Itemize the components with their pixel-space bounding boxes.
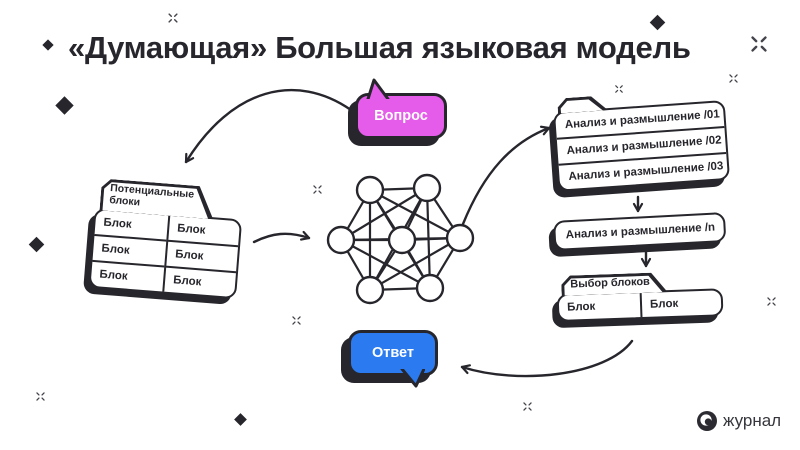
- network-graph: [326, 173, 475, 305]
- network-node: [355, 175, 385, 205]
- network-node: [326, 225, 356, 255]
- answer-bubble: Ответ: [348, 330, 438, 388]
- block-selection-panel: Выбор блоков Блок Блок: [556, 270, 724, 322]
- block-cell: Блок: [90, 259, 165, 291]
- network-node: [412, 173, 442, 203]
- page-title: «Думающая» Большая языковая модель: [68, 30, 691, 65]
- journal-logo-icon: [697, 411, 717, 431]
- question-bubble: Вопрос: [355, 78, 447, 139]
- potential-blocks-panel: Потенциальные блоки Блок Блок Блок Блок …: [88, 178, 244, 299]
- journal-logo: журнал: [696, 410, 781, 432]
- network-nodes: [326, 173, 475, 305]
- block-cell: Блок: [162, 265, 237, 297]
- sparkle-icon: [615, 85, 623, 93]
- question-label: Вопрос: [374, 108, 428, 124]
- sparkle-icon: [751, 36, 767, 52]
- network-node: [445, 223, 475, 253]
- sparkle-icon: [729, 74, 738, 83]
- block-cell: Блок: [566, 300, 596, 314]
- journal-logo-label: журнал: [723, 411, 782, 430]
- arrow-network-to-analysis: [461, 125, 551, 226]
- analysis-stack-list: Анализ и размышление /01 Анализ и размыш…: [552, 99, 731, 192]
- network-node: [415, 273, 445, 303]
- potential-blocks-table: Блок Блок Блок Блок Блок Блок: [88, 207, 243, 299]
- arrow-blocks-to-network: [252, 230, 311, 244]
- block-cell: Блок: [639, 289, 722, 317]
- bubble-tail-icon: [400, 369, 425, 388]
- network-node: [387, 225, 417, 255]
- folder-tab: Выбор блоков: [561, 272, 668, 296]
- analysis-stack-panel: Анализ и размышление /01 Анализ и размыш…: [552, 87, 731, 192]
- sparkle-icon: [36, 392, 45, 401]
- arrow-selection-to-answer: [460, 339, 634, 378]
- arrow-question-to-blocks: [184, 88, 353, 164]
- sparkle-icon: [313, 185, 322, 194]
- sparkle-icon: [767, 297, 776, 306]
- bubble-tail-icon: [366, 78, 390, 99]
- answer-label: Ответ: [371, 345, 415, 361]
- sparkle-icon: [523, 402, 532, 411]
- sparkle-icon: [168, 13, 178, 23]
- sparkle-icon: [292, 316, 301, 325]
- network-node: [355, 275, 385, 305]
